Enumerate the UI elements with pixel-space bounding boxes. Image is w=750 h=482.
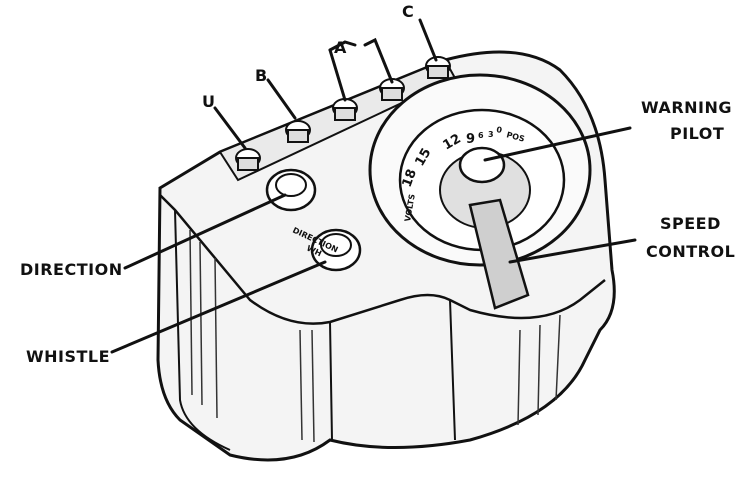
terminal-posts [235, 56, 451, 171]
warning-pilot-lamp [458, 146, 506, 184]
label-direction: DIRECTION [20, 260, 123, 279]
dial-0-text: 0 [496, 125, 503, 135]
label-warning-pilot-line2: PILOT [670, 124, 725, 143]
label-terminal-a: A [334, 38, 347, 57]
leader-lines [110, 18, 637, 354]
housing-front-face [159, 194, 606, 325]
label-warning-pilot-line1: WARNING [641, 98, 732, 117]
housing-shading [189, 229, 561, 443]
label-whistle: WHISTLE [26, 347, 111, 366]
dial-3-text: 3 [488, 130, 494, 139]
dial-6-text: 6 [478, 131, 484, 140]
label-terminal-c: C [402, 2, 415, 21]
housing-lower-edge [174, 209, 456, 451]
label-terminal-u: U [202, 92, 216, 111]
label-speed-control-line1: SPEED [660, 214, 721, 233]
dial-18-text: 18 [400, 167, 420, 189]
speed-control-lever [468, 198, 530, 310]
label-speed-control-line2: CONTROL [646, 242, 736, 261]
label-terminal-b: B [255, 66, 268, 85]
whistle-button [310, 228, 362, 272]
dial-9-text: 9 [466, 132, 475, 147]
direction-button [265, 168, 317, 212]
